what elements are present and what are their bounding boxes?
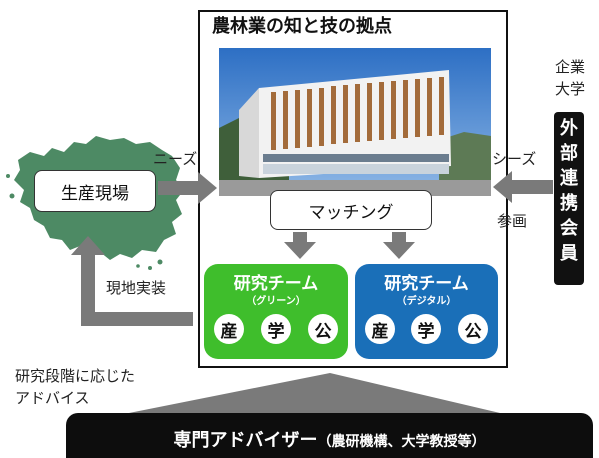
production-field-box: 生産現場 [34, 170, 156, 212]
hub-title: 農林業の知と技の拠点 [212, 16, 392, 37]
academia-member: 学 [411, 314, 441, 344]
seeds-arrow [493, 171, 553, 203]
implementation-label: 現地実装 [106, 279, 167, 297]
industry-member: 産 [365, 314, 395, 344]
digital-team-title: 研究チーム [384, 274, 469, 294]
public-member: 公 [308, 314, 338, 344]
green-team-title: 研究チーム [233, 274, 319, 294]
advisor-subtitle: （農研機構、大学教授等） [317, 434, 486, 450]
participation-label: 参画 [497, 212, 528, 230]
green-team-subtitle: （グリーン） [246, 296, 306, 307]
company-label: 企業 [555, 58, 586, 76]
matching-to-digital-arrow [383, 232, 415, 259]
seeds-label: シーズ [492, 150, 537, 168]
building-photo [219, 48, 491, 196]
digital-research-team: 研究チーム （デジタル） 産 学 公 [355, 264, 498, 359]
advice-label-line1: 研究段階に応じた [15, 367, 136, 385]
matching-to-green-arrow [284, 232, 316, 259]
advice-label-line2: アドバイス [15, 389, 90, 407]
university-label: 大学 [555, 80, 586, 98]
public-member: 公 [458, 314, 488, 344]
advisor-banner: 専門アドバイザー（農研機構、大学教授等） [66, 413, 593, 458]
advisor-title: 専門アドバイザー [173, 430, 318, 451]
academia-member: 学 [261, 314, 291, 344]
implementation-arrow [71, 236, 193, 326]
industry-member: 産 [214, 314, 244, 344]
green-research-team: 研究チーム （グリーン） 産 学 公 [204, 264, 348, 359]
needs-label: ニーズ [153, 150, 198, 168]
matching-box: マッチング [270, 190, 432, 230]
digital-team-subtitle: （デジタル） [396, 296, 457, 307]
external-members-banner: 外 部 連 携 会 員 [554, 112, 584, 285]
advice-wedge [129, 373, 500, 413]
needs-arrow [158, 172, 217, 204]
